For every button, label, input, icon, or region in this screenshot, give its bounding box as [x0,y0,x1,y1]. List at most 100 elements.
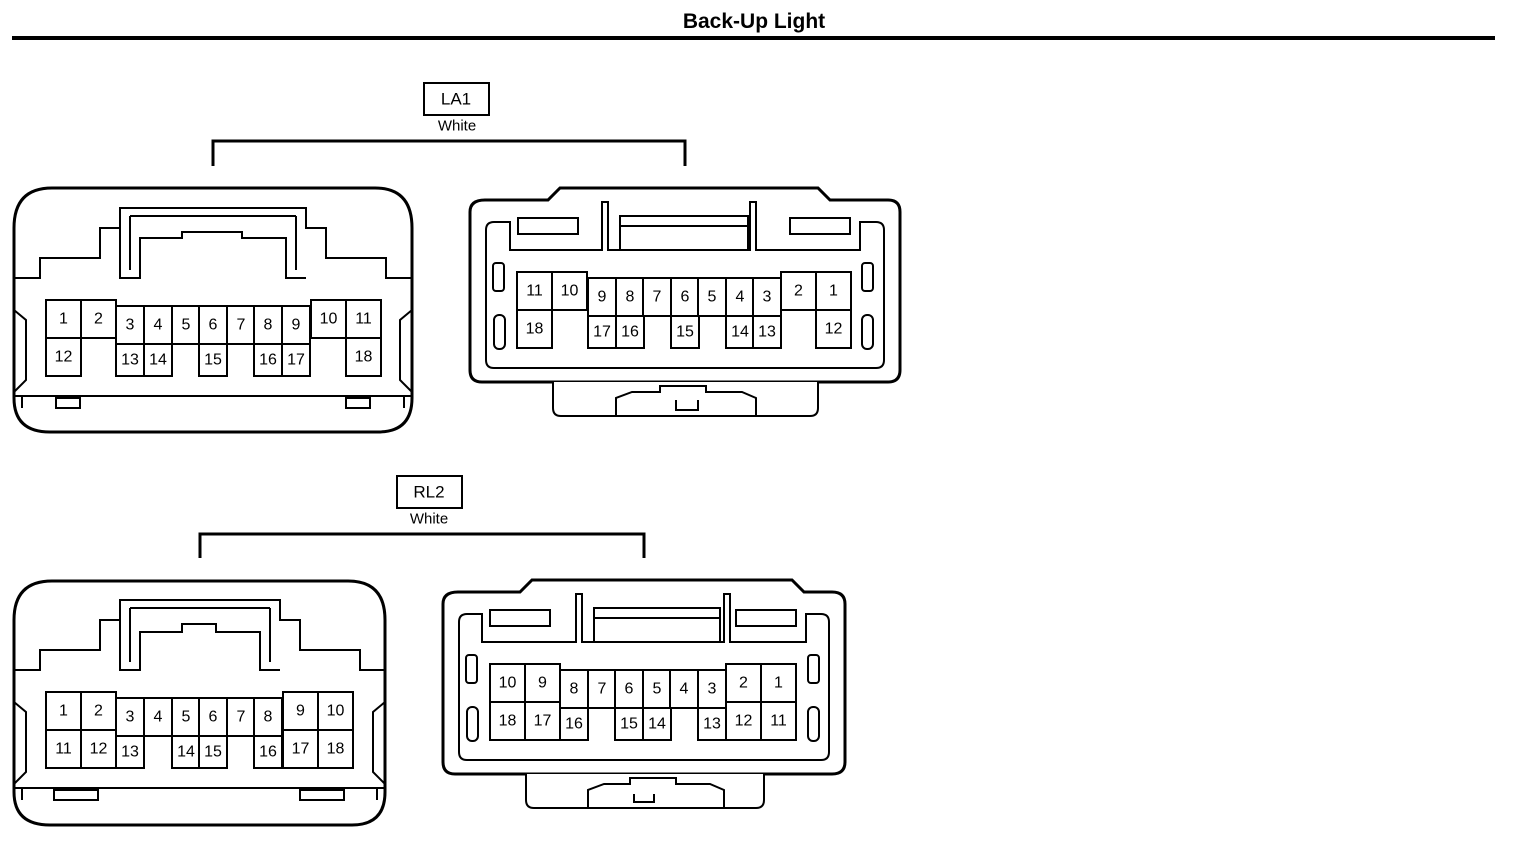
pin-number: 5 [182,317,191,334]
pin-number: 8 [626,289,635,306]
housing-base [14,787,385,800]
guide-rib [489,609,551,627]
pin-number: 11 [770,713,787,730]
pin-number: 13 [121,744,139,761]
pin-cavity [725,315,755,349]
pin-number: 13 [121,352,139,369]
pin-number: 11 [355,311,372,328]
guide-rib [517,217,579,235]
pin-number: 8 [264,317,273,334]
pin-cavity [198,735,228,769]
pin-cavity [253,735,283,769]
pin-number: 18 [355,349,373,366]
pin-number: 17 [287,352,305,369]
pin-number: 16 [259,352,277,369]
pin-number: 3 [708,681,717,698]
pin-number: 12 [90,741,108,758]
pin-cavity [282,729,319,769]
pin-number: 4 [736,289,745,306]
pin-number: 2 [794,283,803,300]
pin-number: 5 [708,289,717,306]
pin-cavity [115,305,145,345]
housing-inner [458,593,830,761]
pin-cavity [559,707,589,741]
pin-number: 17 [593,324,611,341]
pin-number: 16 [565,716,583,733]
pin-cavity [670,315,700,349]
pin-number: 4 [154,317,163,334]
side-key [861,314,874,350]
pin-number: 12 [825,321,843,338]
side-key [466,706,479,742]
side-key [861,262,874,292]
pin-number: 6 [681,289,690,306]
pin-cavity [310,299,347,339]
housing-inner [485,201,885,369]
side-key [465,654,478,684]
pin-cavity [115,343,145,377]
pin-cavity [615,315,645,349]
pin-number: 14 [149,352,167,369]
connector-color-label: White [438,118,476,135]
pin-number: 2 [94,311,103,328]
pin-cavity [198,343,228,377]
pin-number: 9 [292,317,301,334]
pin-number: 15 [620,716,638,733]
latch-slot [55,397,371,409]
pin-cavity [45,729,82,769]
pin-number: 5 [653,681,662,698]
pin-cavity [587,669,617,709]
lock-rib [593,607,721,642]
housing-outline [14,207,412,279]
pin-number: 3 [763,289,772,306]
pin-cavity [642,707,672,741]
lock-tab [119,208,306,279]
pin-number: 4 [154,709,163,726]
lock-tab-inner [129,607,271,662]
connector-bracket [211,139,687,166]
pin-number: 5 [182,709,191,726]
guide-rib [735,609,797,627]
pin-cavity [345,337,382,377]
pin-number: 13 [758,324,776,341]
pin-cavity [281,305,311,345]
pin-cavity [614,707,644,741]
pin-number: 10 [499,675,517,692]
pin-number: 10 [327,703,345,720]
pin-cavity [697,277,727,317]
housing-outline [14,599,385,671]
pin-number: 10 [320,311,338,328]
pin-cavity [345,299,382,339]
pin-number: 11 [526,283,543,300]
pin-number: 6 [625,681,634,698]
pin-number: 8 [570,681,579,698]
pin-cavity [752,315,782,349]
pin-cavity [516,309,553,349]
pin-number: 15 [676,324,694,341]
lock-rib [619,215,749,250]
pin-number: 2 [94,703,103,720]
pin-number: 17 [292,741,310,758]
pin-number: 1 [774,675,783,692]
pin-cavity [725,701,762,741]
page-title: Back-Up Light [682,10,826,33]
pin-number: 10 [561,283,579,300]
title-divider [12,36,1495,40]
pin-number: 7 [653,289,662,306]
side-key [807,654,820,684]
pin-number: 6 [209,317,218,334]
side-key [13,701,386,785]
pin-number: 14 [648,716,666,733]
pin-cavity [80,729,117,769]
pin-cavity [317,729,354,769]
side-key [493,314,506,350]
pin-cavity [752,277,782,317]
pin-number: 7 [237,317,246,334]
